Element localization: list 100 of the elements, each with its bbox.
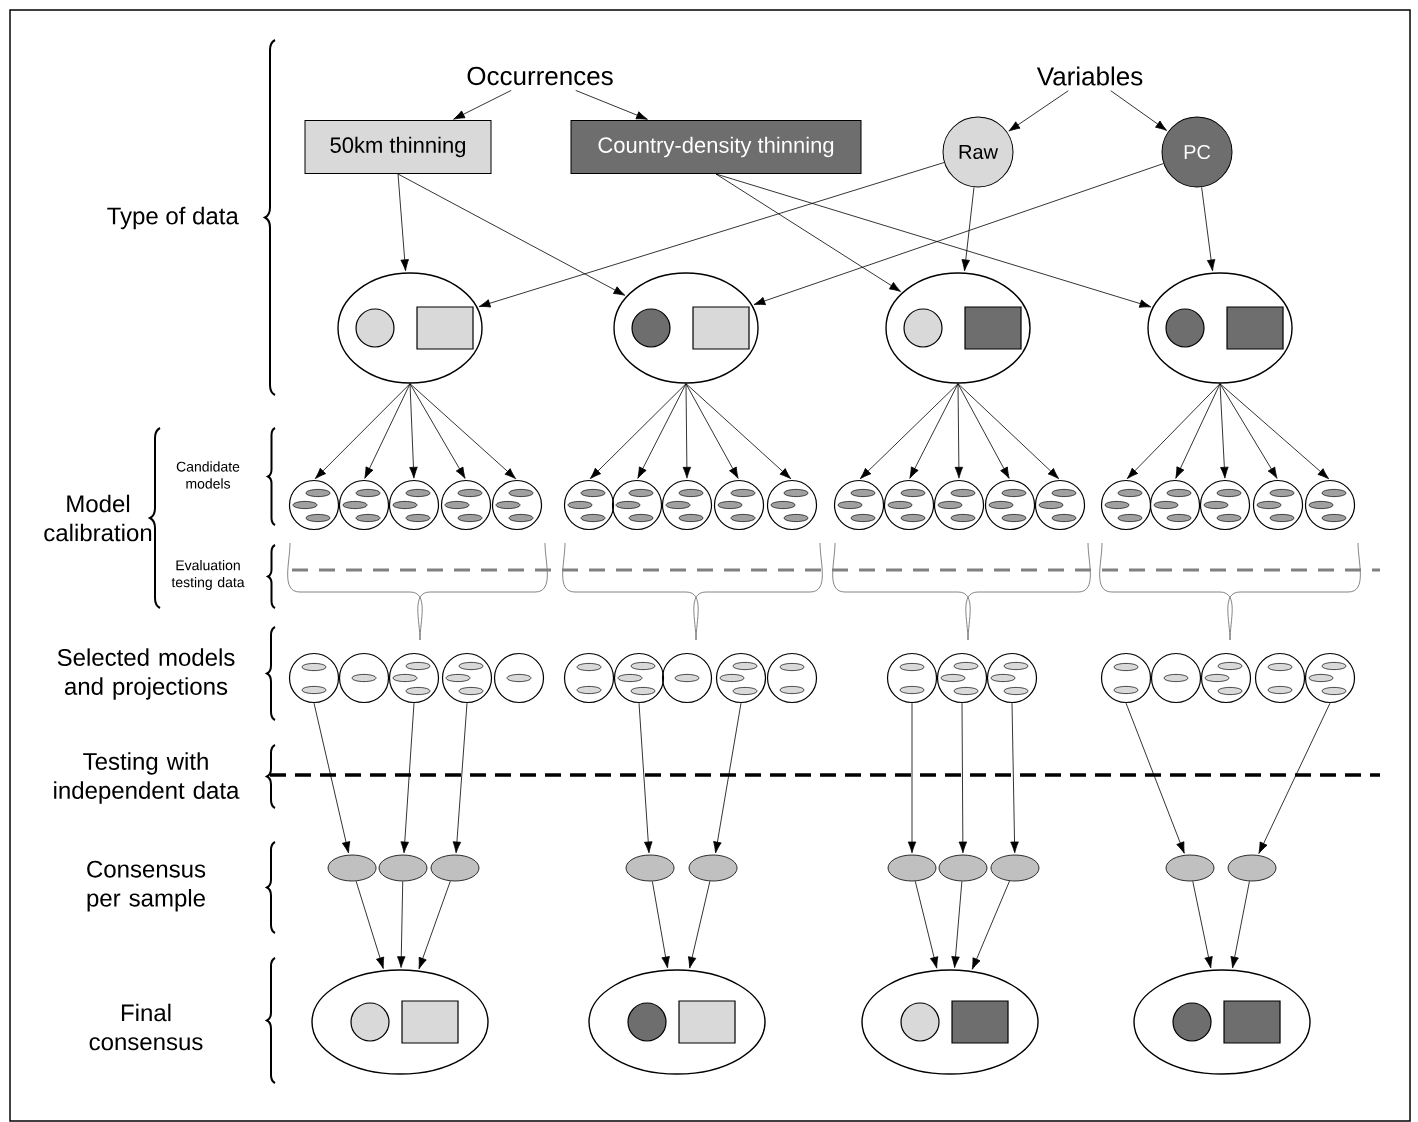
- model-circle: [1149, 479, 1201, 531]
- model-circle: [1254, 652, 1306, 704]
- combination-ellipse: [885, 272, 1031, 384]
- arrow: [1008, 90, 1069, 132]
- model-circle: [933, 479, 985, 531]
- final-consensus-ellipse: [861, 969, 1039, 1075]
- arrow: [1125, 702, 1185, 854]
- arrow: [313, 702, 351, 854]
- model-circle: [338, 652, 390, 704]
- consensus-ellipse: [430, 854, 480, 882]
- model-circle: [984, 479, 1036, 531]
- consensus-ellipse: [990, 854, 1040, 882]
- arrow: [409, 383, 517, 480]
- sub-row-label: Candidate models: [176, 461, 240, 489]
- arrow: [961, 186, 975, 272]
- arrow: [1175, 383, 1221, 479]
- model-circle: [1304, 652, 1356, 704]
- arrow: [400, 702, 415, 854]
- model-circle: [1252, 479, 1304, 531]
- arrow: [589, 383, 687, 480]
- model-circle: [388, 479, 440, 531]
- arrow: [713, 702, 742, 854]
- model-circle: [288, 652, 340, 704]
- model-circle: [338, 479, 390, 531]
- model-circle: [833, 479, 885, 531]
- consensus-ellipse: [378, 854, 428, 882]
- arrow: [957, 383, 1010, 479]
- arrow: [453, 90, 512, 120]
- option-box: Country-density thinning: [570, 120, 862, 174]
- combination-ellipse: [613, 272, 759, 384]
- arrow: [418, 880, 451, 970]
- arrow: [753, 163, 1164, 306]
- model-circle: [766, 479, 818, 531]
- arrow: [651, 880, 670, 969]
- row-label: Model calibration: [44, 494, 152, 542]
- arrow: [859, 383, 959, 480]
- row-label: Final consensus: [89, 1003, 203, 1051]
- arrow: [685, 383, 792, 480]
- arrow: [914, 880, 939, 969]
- arrow: [314, 383, 411, 480]
- final-consensus-ellipse: [311, 969, 489, 1075]
- model-circle: [563, 479, 615, 531]
- consensus-ellipse: [938, 854, 988, 882]
- arrow: [1126, 383, 1221, 480]
- model-circle: [883, 479, 935, 531]
- model-circle: [766, 652, 818, 704]
- arrow: [575, 90, 648, 120]
- arrow: [907, 702, 917, 854]
- model-circle: [1304, 479, 1356, 531]
- model-circle: [661, 652, 713, 704]
- row-label: Selected models and projections: [57, 648, 235, 700]
- model-circle: [1100, 479, 1152, 531]
- model-circle: [715, 652, 767, 704]
- arrow: [715, 173, 1152, 308]
- option-box: 50km thinning: [304, 120, 492, 174]
- group-heading: Occurrences: [467, 66, 613, 86]
- arrow: [397, 173, 626, 296]
- arrow: [1192, 880, 1213, 969]
- arrow: [1010, 702, 1019, 854]
- model-circle: [288, 479, 340, 531]
- arrow: [957, 383, 1060, 480]
- row-label: Type of data: [107, 206, 239, 230]
- sub-row-label: Evaluation testing data: [171, 560, 245, 591]
- model-circle: [611, 479, 663, 531]
- arrow: [909, 383, 959, 479]
- arrow: [409, 383, 418, 479]
- model-circle: [1034, 479, 1086, 531]
- consensus-ellipse: [327, 854, 377, 882]
- arrow: [1258, 702, 1331, 854]
- model-circle: [440, 479, 492, 531]
- arrow: [954, 383, 964, 479]
- model-circle: [491, 479, 543, 531]
- arrow: [364, 383, 411, 479]
- model-circle: [441, 652, 493, 704]
- model-circle: [613, 652, 665, 704]
- arrow: [1219, 383, 1330, 480]
- arrow: [687, 880, 711, 969]
- model-circle: [661, 479, 713, 531]
- arrow: [638, 702, 653, 854]
- model-circle: [388, 652, 440, 704]
- arrow: [715, 173, 901, 292]
- arrow: [682, 383, 692, 479]
- arrow: [1230, 880, 1250, 969]
- combination-ellipse: [337, 272, 483, 384]
- consensus-ellipse: [1227, 854, 1277, 882]
- arrow: [452, 702, 468, 854]
- model-circle: [563, 652, 615, 704]
- arrow: [478, 162, 945, 308]
- arrow: [397, 881, 406, 968]
- model-circle: [713, 479, 765, 531]
- arrow: [958, 702, 968, 854]
- arrow: [951, 881, 963, 968]
- model-circle: [1200, 652, 1252, 704]
- arrow: [685, 383, 739, 479]
- arrow: [971, 880, 1010, 970]
- combination-ellipse: [1147, 272, 1293, 384]
- arrow: [397, 173, 409, 272]
- final-consensus-ellipse: [1133, 969, 1311, 1075]
- model-circle: [1150, 652, 1202, 704]
- model-circle: [493, 652, 545, 704]
